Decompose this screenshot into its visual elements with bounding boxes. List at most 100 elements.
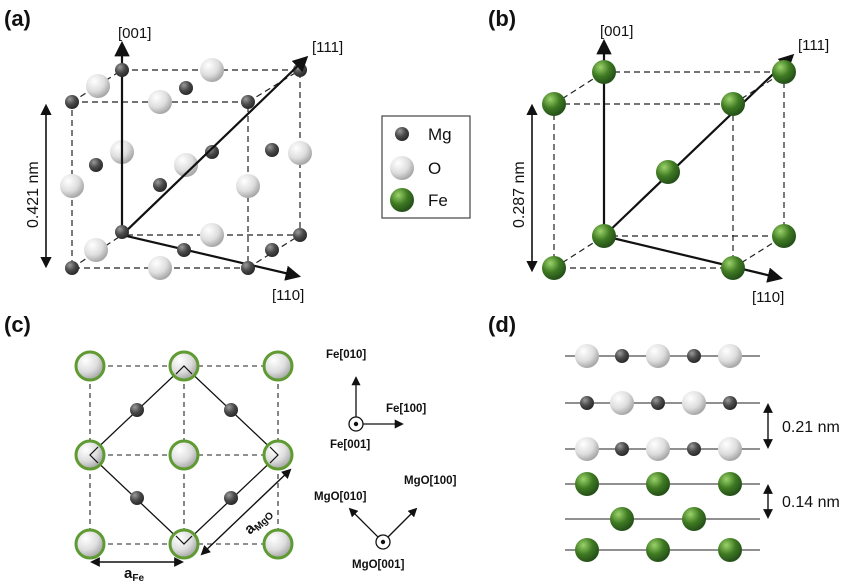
panel-d-label: (d) — [488, 312, 516, 337]
panel-d-spacing-1-label: 0.21 nm — [782, 419, 840, 436]
o-atom — [60, 174, 84, 198]
fe-atom — [646, 472, 670, 496]
panel-d-spacing-2-label: 0.14 nm — [782, 494, 840, 511]
panel-a-dir-110: [110] — [272, 287, 304, 304]
fe-atom — [721, 256, 745, 280]
o-atom — [84, 238, 108, 262]
mg-atom — [687, 442, 701, 456]
panel-c-fe100: Fe[100] — [386, 403, 426, 415]
o-atom — [575, 437, 599, 461]
panel-c-mgo-axes: MgO[010] MgO[100] MgO[001] — [314, 475, 457, 571]
panel-c-fe-axes: Fe[010] Fe[100] Fe[001] — [326, 349, 426, 451]
o-atom — [148, 90, 172, 114]
legend-o-label: O — [428, 159, 441, 178]
fe-atom — [542, 256, 566, 280]
fe-o-site — [74, 528, 106, 560]
fe-atom — [610, 507, 634, 531]
fe-atom — [592, 224, 616, 248]
mg-atom — [179, 81, 193, 95]
fe-atom — [772, 60, 796, 84]
mg-atom — [205, 145, 219, 159]
panel-b-atoms — [542, 60, 796, 280]
fe-atom — [656, 160, 680, 184]
fe-atom — [575, 472, 599, 496]
panel-c-mgo100: MgO[100] — [404, 475, 457, 487]
o-atom — [718, 437, 742, 461]
mg-atom — [580, 396, 594, 410]
mg-atom — [615, 442, 629, 456]
mg-atom — [651, 396, 665, 410]
fe-o-site — [168, 439, 200, 471]
mg-atom — [130, 491, 144, 505]
panel-b-dir-001: [001] — [600, 23, 633, 40]
panel-c-label: (c) — [4, 312, 31, 337]
panel-c-fe010: Fe[010] — [326, 349, 366, 361]
panel-a-dimension-label: 0.421 nm — [25, 161, 42, 228]
mg-atom — [153, 178, 167, 192]
fe-o-site — [262, 350, 294, 382]
o-atom — [646, 437, 670, 461]
panel-d: (d) — [488, 312, 840, 562]
o-atom — [174, 153, 198, 177]
mg-atom — [265, 143, 279, 157]
panel-b-dir-111: [111] — [798, 37, 829, 54]
o-atom — [682, 391, 706, 415]
mg-atom — [687, 349, 701, 363]
fe-atom — [718, 472, 742, 496]
panel-c-afe-dimension: aFe — [90, 557, 184, 581]
panel-c-diamond-corners — [89, 365, 279, 545]
mg-atom — [89, 158, 103, 172]
fe-o-site — [74, 350, 106, 382]
mg-atom — [224, 403, 238, 417]
panel-a-label: (a) — [4, 6, 31, 31]
fe-atom — [682, 507, 706, 531]
panel-c-mgo010: MgO[010] — [314, 491, 367, 503]
fe-atom — [772, 224, 796, 248]
panel-a-dir-001: [001] — [118, 25, 151, 42]
mg-atom — [115, 225, 129, 239]
fe-atom — [592, 60, 616, 84]
panel-b-dir-110: [110] — [752, 289, 784, 306]
fe-atom — [575, 538, 599, 562]
panel-a-atoms — [84, 58, 312, 262]
fe-o-site — [262, 528, 294, 560]
legend-mg-swatch — [395, 127, 409, 141]
panel-c-fe001: Fe[001] — [330, 439, 370, 451]
o-atom — [148, 256, 172, 280]
panel-b-dimension: 0.287 nm — [511, 103, 538, 273]
mg-atom — [65, 95, 79, 109]
mg-atom — [177, 243, 191, 257]
panel-d-spacing-2: 0.14 nm — [763, 484, 840, 519]
mg-atom — [65, 261, 79, 275]
legend-fe-swatch — [390, 188, 414, 212]
fe-atom — [718, 538, 742, 562]
panel-b: (b) 0.287 nm [001] [111] [ — [488, 6, 829, 306]
fe-atom — [721, 92, 745, 116]
panel-c-mgo001: MgO[001] — [352, 559, 405, 571]
legend-mg-label: Mg — [428, 125, 452, 144]
panel-d-atoms — [575, 344, 742, 562]
mg-atom — [293, 228, 307, 242]
legend-fe-label: Fe — [428, 191, 448, 210]
o-atom — [575, 344, 599, 368]
mg-atom — [615, 349, 629, 363]
panel-c-afe-label: aFe — [124, 565, 144, 581]
mg-atom — [130, 403, 144, 417]
panel-a: (a) — [4, 6, 343, 304]
panel-c: (c) — [4, 312, 457, 581]
mg-atom — [224, 491, 238, 505]
mg-atom — [241, 95, 255, 109]
o-atom — [646, 344, 670, 368]
o-atom — [718, 344, 742, 368]
legend: Mg O Fe — [381, 115, 471, 219]
mg-atom — [241, 261, 255, 275]
o-atom — [288, 141, 312, 165]
o-atom — [236, 174, 260, 198]
fe-atom — [646, 538, 670, 562]
mg-atom — [723, 396, 737, 410]
fe-atom — [542, 92, 566, 116]
panel-a-dimension: 0.421 nm — [25, 103, 52, 269]
panel-a-dir-111: [111] — [312, 39, 343, 56]
mg-atom — [265, 243, 279, 257]
